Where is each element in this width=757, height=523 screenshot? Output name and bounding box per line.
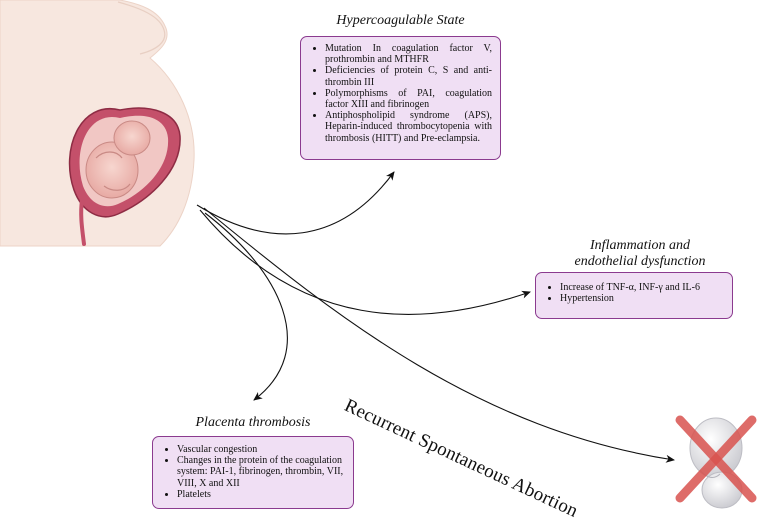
- arrow-to-inflammation: [199, 209, 531, 315]
- list-item: Mutation In coagulation factor V, prothr…: [325, 43, 492, 65]
- list-item: Deficiencies of protein C, S and anti-th…: [325, 65, 492, 87]
- arrow-to-placenta: [204, 212, 288, 401]
- list-item: Increase of TNF-α, INF-γ and IL-6: [560, 282, 724, 293]
- hypercoagulable-heading: Hypercoagulable State: [336, 13, 465, 28]
- inflammation-heading-line2: endothelial dysfunction: [574, 254, 706, 269]
- diagram-canvas: [0, 0, 757, 509]
- list-item: Platelets: [177, 489, 345, 500]
- fetus-cross-icon: [675, 415, 757, 509]
- breast-contour: [117, 1, 166, 55]
- hypercoagulable-list: Mutation In coagulation factor V, prothr…: [309, 43, 492, 144]
- inflammation-box: Increase of TNF-α, INF-γ and IL-6 Hypert…: [535, 272, 733, 319]
- list-item: Vascular congestion: [177, 444, 345, 455]
- pregnant-woman-illustration: [0, 0, 195, 247]
- list-item: Changes in the protein of the coagulatio…: [177, 455, 345, 489]
- inflammation-heading-line1: Inflammation and: [590, 238, 690, 253]
- fetus-icon: [85, 120, 151, 199]
- list-item: Antiphospholipid syndrome (APS), Heparin…: [325, 110, 492, 144]
- arrow-to-hypercoagulable: [196, 171, 395, 235]
- inflammation-heading: Inflammation and endothelial dysfunction: [540, 238, 740, 270]
- placenta-heading: Placenta thrombosis: [195, 415, 311, 430]
- cervix: [79, 198, 86, 246]
- placenta-list: Vascular congestion Changes in the prote…: [161, 444, 345, 500]
- list-item: Hypertension: [560, 293, 724, 304]
- arrow-to-abortion: [203, 207, 675, 463]
- uterus: [68, 107, 181, 246]
- cross-mark-icon: [675, 415, 757, 503]
- list-item: Polymorphisms of PAI, coagulation factor…: [325, 88, 492, 110]
- hypercoagulable-box: Mutation In coagulation factor V, prothr…: [300, 36, 501, 160]
- placenta-box: Vascular congestion Changes in the prote…: [152, 436, 354, 509]
- inflammation-list: Increase of TNF-α, INF-γ and IL-6 Hypert…: [544, 282, 724, 304]
